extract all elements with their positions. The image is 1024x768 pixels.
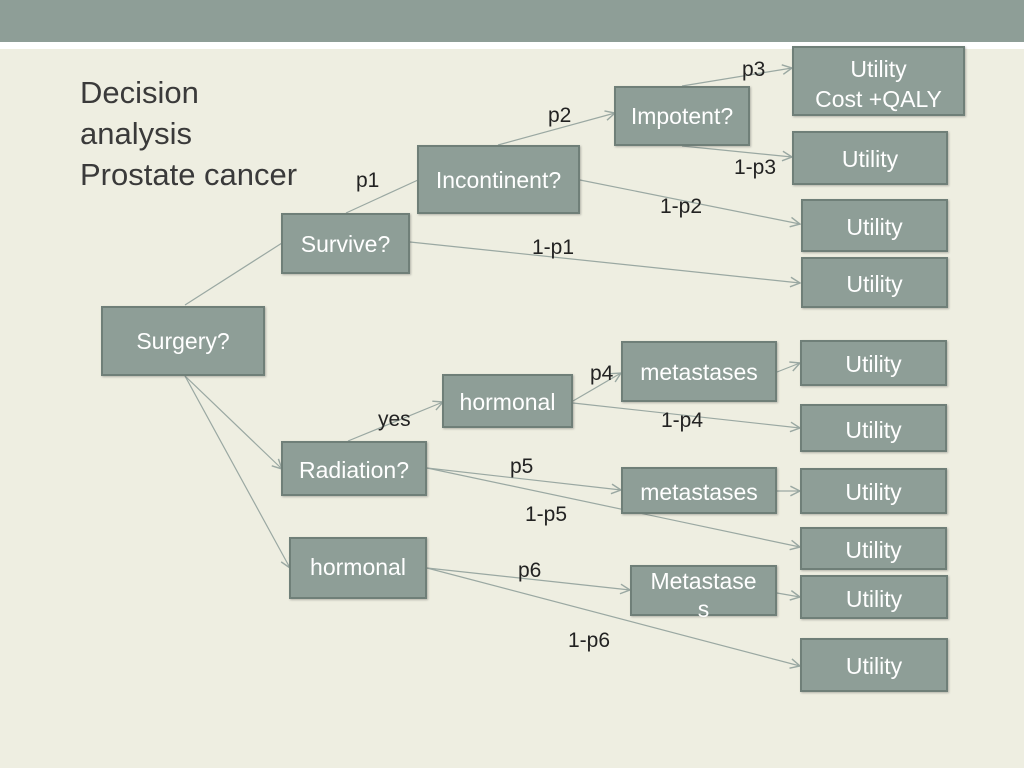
node-utility-p5: Utility (800, 468, 947, 514)
node-radiation: Radiation? (281, 441, 427, 496)
edge-hormonal-utility (572, 402, 800, 428)
node-surgery: Surgery? (101, 306, 265, 376)
label-1-p3: 1-p3 (734, 156, 777, 179)
edge-radiation-metastases (426, 467, 621, 490)
edge-surgery-survive (184, 242, 283, 306)
node-utility-p2: Utility (801, 199, 948, 252)
edge-impotent-utility-cost (681, 68, 792, 87)
node-survive: Survive? (281, 213, 410, 274)
node-utility-p4: Utility (800, 340, 947, 386)
label-1-p2: 1-p2 (660, 195, 703, 218)
label-1-p6: 1-p6 (568, 629, 611, 652)
edge-impotent-utility (681, 145, 792, 157)
edge-survive-utility (409, 241, 800, 283)
node-utility-p1: Utility (801, 257, 948, 308)
utility-cost-line-2: Cost +QALY (815, 86, 942, 112)
label-1-p4: 1-p4 (661, 409, 704, 432)
node-utility-1p6: Utility (800, 638, 948, 692)
edge-survive-incontinent (345, 179, 419, 214)
edge-incontinent-utility (579, 179, 800, 224)
edge-radiation-hormonal (347, 402, 443, 442)
label-p1: p1 (356, 169, 380, 192)
title-line-2: analysis (80, 116, 192, 151)
label-p3: p3 (742, 58, 766, 81)
node-utility-1p5: Utility (800, 527, 947, 570)
label-p6: p6 (518, 559, 542, 582)
node-utility-p3: Utility (792, 131, 948, 185)
label-1-p1: 1-p1 (532, 236, 575, 259)
edge-metastases-utility-3 (776, 593, 800, 597)
label-p4: p4 (590, 362, 614, 385)
label-p2: p2 (548, 104, 572, 127)
edge-hormonal2-utility (426, 567, 800, 666)
node-impotent: Impotent? (614, 86, 750, 146)
utility-cost-line-1: Utility (850, 56, 907, 82)
title-line-1: Decision (80, 75, 199, 110)
edge-radiation-utility (426, 467, 800, 547)
node-metastases-p5: metastases (621, 467, 777, 514)
edge-hormonal2-metastases (426, 567, 630, 590)
top-banner (0, 0, 1024, 42)
node-utility-cost: Utility Cost +QALY (792, 46, 965, 116)
node-hormonal-after-radiation: hormonal (442, 374, 573, 428)
edge-metastases-utility-1 (776, 363, 800, 373)
edge-surgery-radiation (184, 375, 282, 469)
node-metastases-p4: metastases (621, 341, 777, 402)
edge-incontinent-impotent (497, 113, 615, 146)
edge-hormonal-metastases (572, 373, 621, 402)
slide-title: Decision analysis Prostate cancer (80, 72, 297, 195)
edge-surgery-hormonal (184, 375, 290, 568)
label-yes: yes (378, 408, 411, 431)
title-line-3: Prostate cancer (80, 157, 298, 192)
label-1-p5: 1-p5 (525, 503, 568, 526)
banner-divider (0, 42, 1024, 49)
node-utility-p6: Utility (800, 575, 948, 619)
node-incontinent: Incontinent? (417, 145, 580, 214)
node-utility-1p4: Utility (800, 404, 947, 452)
node-hormonal: hormonal (289, 537, 427, 599)
label-p5: p5 (510, 455, 534, 478)
